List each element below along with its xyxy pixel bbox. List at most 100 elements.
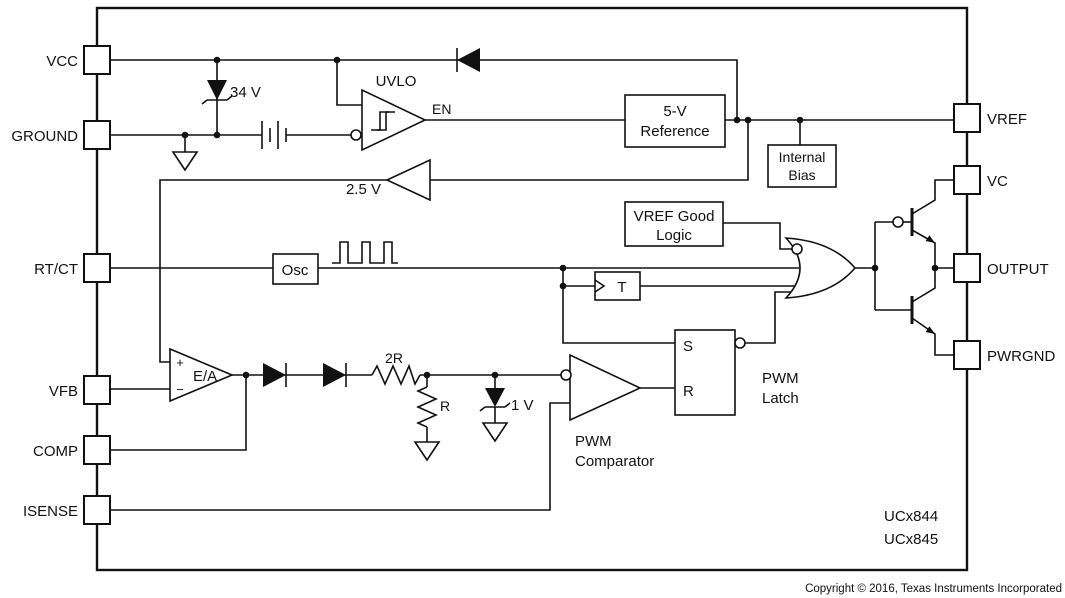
error-amplifier-triangle bbox=[169, 347, 235, 403]
zener-34v-triangle bbox=[207, 80, 227, 100]
pwm-latch-caption-2: Latch bbox=[762, 390, 799, 407]
ground-symbol-zener bbox=[481, 422, 509, 443]
resistor-2r bbox=[371, 363, 421, 386]
pin-vfb-label: VFB bbox=[49, 383, 78, 400]
reference-block bbox=[624, 94, 726, 148]
osc-label: Osc bbox=[282, 262, 309, 279]
latch-r-label: R bbox=[683, 383, 694, 400]
pin-vc-label: VC bbox=[987, 173, 1008, 190]
junction-dot bbox=[871, 264, 879, 272]
pin-output-label: OUTPUT bbox=[987, 261, 1049, 278]
pwm-comparator-caption-2: Comparator bbox=[575, 453, 654, 470]
zener-diode-34v bbox=[201, 80, 233, 105]
internal-bias-block bbox=[767, 144, 837, 188]
pin-vfb-box bbox=[83, 375, 111, 405]
buffer-2v5-label: 2.5 V bbox=[346, 181, 381, 198]
emitter-arrow-icon bbox=[925, 235, 935, 243]
pin-rtct-label: RT/CT bbox=[34, 261, 78, 278]
pin-isense-box bbox=[83, 495, 111, 525]
pwm-latch-caption-1: PWM bbox=[762, 370, 799, 387]
toggle-label: T bbox=[617, 279, 626, 296]
copyright-text: Copyright © 2016, Texas Instruments Inco… bbox=[805, 583, 1062, 595]
zener-diode-1v bbox=[479, 388, 511, 412]
series-diode-1 bbox=[263, 363, 287, 387]
ic-boundary bbox=[95, 6, 969, 572]
pins-right bbox=[953, 103, 981, 370]
comparator-triangle bbox=[569, 353, 642, 422]
latch-set-wire bbox=[562, 268, 675, 344]
pins-left bbox=[83, 45, 111, 525]
pin-vcc-box bbox=[83, 45, 111, 75]
resistor-r-label: R bbox=[440, 398, 450, 414]
component-labels: 34 V 2R R 1 V bbox=[230, 84, 534, 414]
npn-lower bbox=[910, 296, 935, 334]
clock-waveform-icon bbox=[332, 241, 398, 264]
uvlo-comparator bbox=[350, 88, 427, 152]
or-gate-input-bubble bbox=[791, 243, 803, 255]
pin-labels: VCC GROUND RT/CT VFB COMP ISENSE VREF VC… bbox=[11, 53, 1055, 520]
uvlo-triangle bbox=[361, 88, 427, 152]
pin-comp-label: COMP bbox=[33, 443, 78, 460]
pwm-comparator bbox=[560, 353, 642, 422]
blocking-diode bbox=[456, 48, 480, 72]
part-number-2: UCx845 bbox=[884, 531, 938, 548]
junction-dot bbox=[559, 264, 567, 272]
junction-dot bbox=[423, 371, 431, 379]
pwm-latch-block bbox=[674, 329, 746, 416]
error-amp-label: E/A bbox=[193, 368, 217, 385]
part-number-1: UCx844 bbox=[884, 508, 938, 525]
pin-vref-box bbox=[953, 103, 981, 133]
error-amp-plus-sign: + bbox=[176, 355, 184, 370]
zener-34v-label: 34 V bbox=[230, 84, 261, 101]
uvlo-label: UVLO bbox=[376, 73, 417, 90]
battery-symbol bbox=[261, 121, 287, 149]
vref-good-output-wire bbox=[723, 222, 792, 250]
junction-dot bbox=[744, 116, 752, 124]
ground-symbol-resistor bbox=[413, 441, 441, 462]
block-labels: UVLO EN 5-V Reference Internal Bias VREF… bbox=[176, 73, 825, 470]
buffer-2v5-triangle bbox=[385, 158, 431, 202]
internal-bias-label-2: Bias bbox=[788, 167, 815, 183]
upper-collector-wire bbox=[911, 179, 954, 215]
junction-dot bbox=[242, 371, 250, 379]
hysteresis-icon bbox=[377, 111, 395, 131]
zener-34v-tick-left bbox=[201, 99, 208, 105]
pin-comp-box bbox=[83, 435, 111, 465]
junction-dot bbox=[181, 131, 189, 139]
buffer-input-wire bbox=[430, 120, 749, 181]
upper-base-bubble bbox=[892, 216, 904, 228]
isense-wire bbox=[110, 402, 570, 511]
pin-vref-label: VREF bbox=[987, 111, 1027, 128]
pin-pwrgnd-box bbox=[953, 340, 981, 370]
latch-output-wire bbox=[745, 291, 791, 344]
toggle-box bbox=[594, 271, 641, 301]
feedback-2v5-wire bbox=[159, 179, 387, 363]
osc-block bbox=[272, 253, 319, 285]
or-gate-body bbox=[784, 237, 857, 299]
pin-pwrgnd-label: PWRGND bbox=[987, 348, 1055, 365]
pin-output-box bbox=[953, 253, 981, 283]
toggle-flipflop-block bbox=[594, 271, 641, 301]
resistor-r bbox=[416, 386, 438, 428]
emitter-arrow-icon bbox=[925, 326, 935, 334]
comp-wire bbox=[110, 375, 247, 451]
ground-symbol-left bbox=[171, 151, 199, 172]
junction-dot bbox=[733, 116, 741, 124]
hysteresis-icon bbox=[371, 111, 389, 131]
internal-bias-label-1: Internal bbox=[779, 149, 826, 165]
junction-dot bbox=[213, 56, 221, 64]
zener-1v-tick-right bbox=[504, 402, 511, 408]
resistor-2r-label: 2R bbox=[385, 350, 403, 366]
reference-label-1: 5-V bbox=[663, 103, 686, 120]
latch-box bbox=[674, 329, 736, 416]
or-gate bbox=[784, 237, 857, 299]
npn-upper bbox=[892, 208, 935, 243]
junction-dot bbox=[559, 282, 567, 290]
junction-dot bbox=[491, 371, 499, 379]
footer-labels: UCx844 UCx845 Copyright © 2016, Texas In… bbox=[805, 508, 1062, 595]
junction-dot bbox=[213, 131, 221, 139]
pin-rtct-box bbox=[83, 253, 111, 283]
pin-vcc-label: VCC bbox=[46, 53, 78, 70]
vcc-rail bbox=[110, 59, 738, 120]
